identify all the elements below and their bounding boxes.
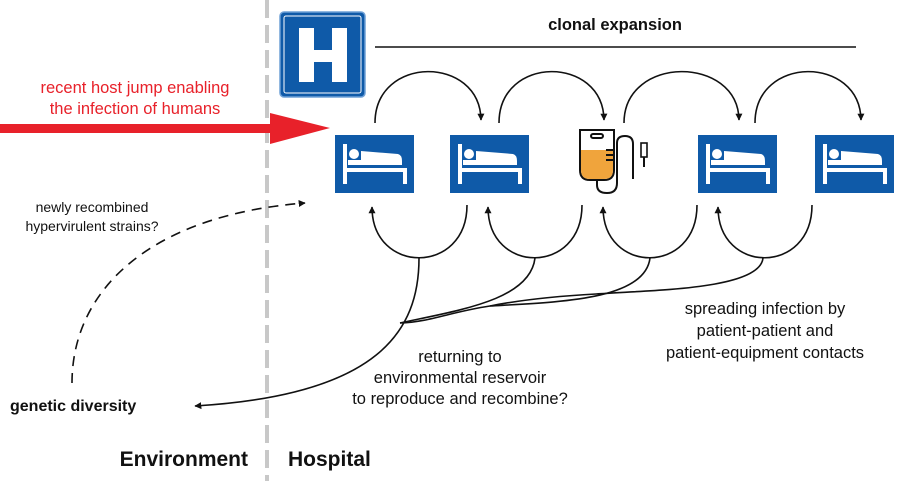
- genetic-diversity-label: genetic diversity: [10, 398, 136, 415]
- bed-icon: [335, 135, 414, 193]
- spreading-label-2: patient-patient and: [697, 322, 834, 340]
- recombined-label-1: newly recombined: [36, 199, 149, 215]
- host-jump-label-2: the infection of humans: [50, 100, 221, 118]
- host-jump-arrow: [0, 113, 330, 144]
- transmission-arcs-bottom: [368, 204, 813, 259]
- spreading-label-3: patient-equipment contacts: [666, 344, 864, 362]
- iv-bag-icon: [579, 129, 648, 195]
- recombination-dashed-arrow: [71, 199, 306, 384]
- returning-label-3: to reproduce and recombine?: [352, 390, 568, 408]
- environment-label: Environment: [120, 448, 248, 471]
- hospital-sign-icon: [279, 11, 366, 98]
- spreading-label-1: spreading infection by: [685, 300, 846, 318]
- bed-icon: [698, 135, 777, 193]
- bed-icon: [450, 135, 529, 193]
- recombined-label-2: hypervirulent strains?: [25, 218, 158, 234]
- clonal-expansion-label: clonal expansion: [548, 16, 682, 34]
- hospital-label: Hospital: [288, 448, 371, 471]
- returning-label-1: returning to: [418, 348, 501, 366]
- return-to-reservoir-arrows: [194, 257, 764, 410]
- transmission-arcs-top: [374, 70, 865, 124]
- host-jump-label-1: recent host jump enabling: [41, 79, 230, 97]
- returning-label-2: environmental reservoir: [374, 369, 547, 387]
- bed-icon: [815, 135, 894, 193]
